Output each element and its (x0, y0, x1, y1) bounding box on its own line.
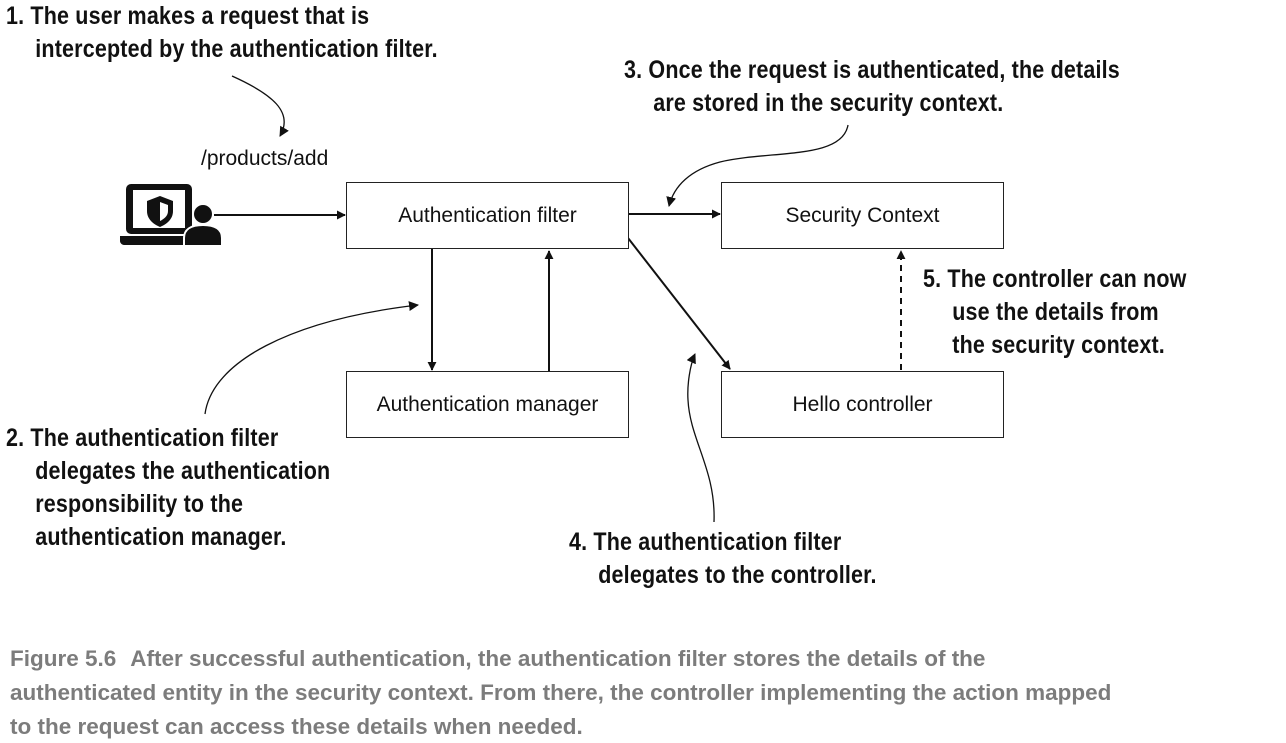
callout-arrow-step2 (204, 301, 419, 415)
note-step-3-line-2: are stored in the security context. (653, 89, 1004, 117)
note-step-5: 5. The controller can now use the detail… (923, 263, 1187, 362)
authentication-manager-label: Authentication manager (376, 392, 599, 416)
caption-line-3: to the request can access these details … (10, 714, 583, 739)
note-step-2-line-2: delegates the authentication (35, 457, 331, 485)
note-step-2-line-1: 2. The authentication filter (6, 424, 279, 452)
note-step-2-line-4: authentication manager. (35, 523, 287, 551)
note-step-5-line-2: use the details from (952, 298, 1159, 326)
note-step-5-line-1: 5. The controller can now (923, 265, 1187, 293)
callout-arrow-step3 (666, 124, 849, 207)
note-step-1-line-2: intercepted by the authentication filter… (35, 35, 438, 63)
figure-caption: Figure 5.6 After successful authenticatio… (10, 642, 1286, 743)
note-step-3-line-1: 3. Once the request is authenticated, th… (624, 56, 1120, 84)
note-step-5-line-3: the security context. (952, 331, 1165, 359)
note-step-4: 4. The authentication filter delegates t… (569, 526, 877, 592)
authentication-filter-box: Authentication filter (346, 182, 629, 249)
note-step-2: 2. The authentication filter delegates t… (6, 422, 330, 554)
note-step-1: 1. The user makes a request that is inte… (6, 0, 438, 66)
note-step-2-line-3: responsibility to the (35, 490, 244, 518)
authentication-manager-box: Authentication manager (346, 371, 629, 438)
callout-arrow-step1 (231, 75, 289, 137)
caption-line-2: authenticated entity in the security con… (10, 680, 1112, 705)
figure-label: Figure 5.6 (10, 646, 117, 671)
user-with-laptop-shield-icon (120, 184, 223, 246)
request-path-label: /products/add (201, 147, 329, 170)
security-context-box: Security Context (721, 182, 1004, 249)
caption-line-1: Figure 5.6 After successful authenticatio… (10, 642, 1286, 676)
hello-controller-box: Hello controller (721, 371, 1004, 438)
note-step-1-line-1: 1. The user makes a request that is (6, 2, 370, 30)
note-step-4-line-1: 4. The authentication filter (569, 528, 842, 556)
authentication-filter-label: Authentication filter (398, 203, 577, 227)
note-step-4-line-2: delegates to the controller. (598, 561, 877, 589)
note-step-3: 3. Once the request is authenticated, th… (624, 54, 1120, 120)
callout-arrow-step4 (686, 353, 715, 523)
security-context-label: Security Context (785, 203, 940, 227)
caption-line-1-text: After successful authentication, the aut… (130, 646, 986, 671)
arrow-filter-to-controller (627, 237, 731, 370)
hello-controller-label: Hello controller (792, 392, 933, 416)
